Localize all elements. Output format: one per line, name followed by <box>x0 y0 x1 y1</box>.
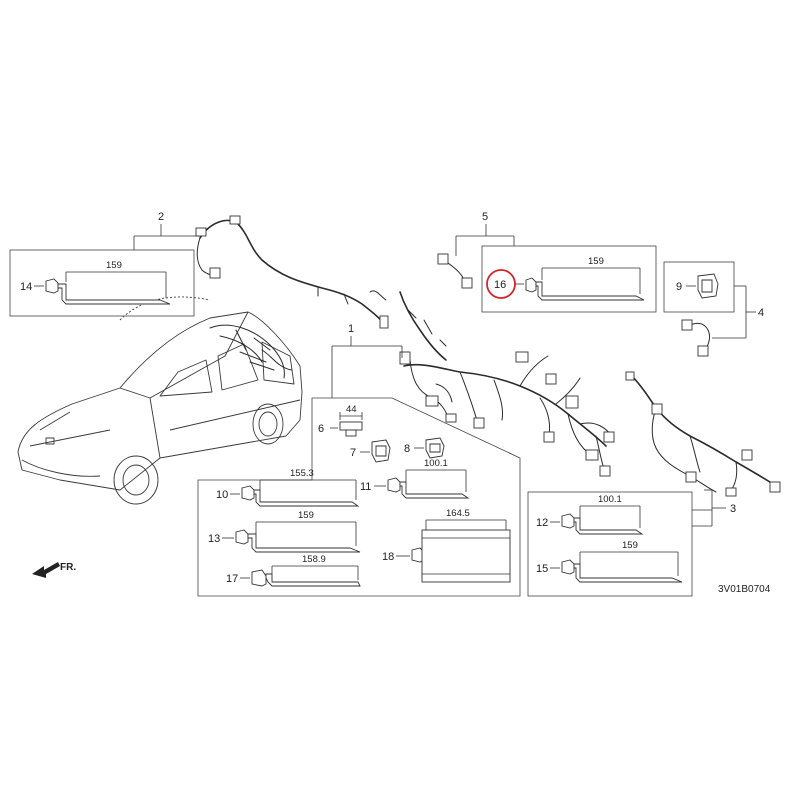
dimension-6: 44 <box>346 404 357 415</box>
front-label: FR. <box>60 562 76 573</box>
part-8-clip: 8 <box>404 437 445 459</box>
dimension-16: 159 <box>588 256 604 267</box>
dashboard-harness <box>399 291 615 477</box>
front-arrow-icon <box>32 562 60 578</box>
part-10-clip: 10 155.3 <box>216 468 360 507</box>
part-4-harness <box>681 319 711 357</box>
dimension-17: 158.9 <box>302 554 326 565</box>
part-14-clip: 14 159 <box>20 260 171 305</box>
part-5-harness <box>437 253 473 289</box>
part-17-clip: 17 158.9 <box>226 554 361 587</box>
dimension-11: 100.1 <box>424 458 448 469</box>
part-11-clip: 11 100.1 <box>360 458 470 499</box>
callout-group-5: 5 <box>455 211 657 313</box>
callout-13: 13 <box>208 533 220 545</box>
callout-1: 1 <box>348 323 354 335</box>
part-13-clip: 13 159 <box>208 510 361 553</box>
front-direction-indicator: FR. <box>32 562 76 578</box>
dimension-14: 159 <box>106 260 122 271</box>
dimension-15: 159 <box>622 540 638 551</box>
part-7-clip: 7 <box>350 439 391 463</box>
dimension-13: 159 <box>298 510 314 521</box>
roof-harness-on-vehicle <box>209 324 293 379</box>
floor-harness <box>625 371 781 497</box>
callout-17: 17 <box>226 573 238 585</box>
dimension-10: 155.3 <box>290 468 314 479</box>
callout-3: 3 <box>730 503 736 515</box>
part-9-clip: 9 <box>676 273 719 299</box>
part-6-bracket: 6 44 <box>318 404 363 437</box>
callout-11: 11 <box>360 481 371 493</box>
part-15-clip: 15 159 <box>536 540 683 583</box>
callout-8: 8 <box>404 443 410 455</box>
dimension-18: 164.5 <box>446 508 470 519</box>
callout-2: 2 <box>158 211 164 223</box>
roof-harness <box>195 215 389 329</box>
callout-6: 6 <box>318 423 324 435</box>
callout-10: 10 <box>216 489 228 501</box>
callout-12: 12 <box>536 517 548 529</box>
callout-5: 5 <box>482 211 488 223</box>
part-18-bracket: 18 164.5 <box>382 508 511 583</box>
part-12-clip: 12 100.1 <box>536 494 644 535</box>
callout-4: 4 <box>758 307 764 319</box>
callout-14: 14 <box>20 281 32 293</box>
part-16-clip: 16 159 <box>486 256 645 301</box>
callout-group-3: 3 <box>527 489 736 597</box>
callout-7: 7 <box>350 447 356 459</box>
callout-group-2: 2 <box>9 211 200 317</box>
callout-16[interactable]: 16 <box>494 279 506 291</box>
vehicle-outline <box>17 296 303 505</box>
diagram-code: 3V01B0704 <box>718 584 771 595</box>
callout-15: 15 <box>536 563 548 575</box>
callout-group-4: 4 <box>663 261 764 339</box>
dimension-12: 100.1 <box>598 494 622 505</box>
callout-18: 18 <box>382 551 394 563</box>
callout-9: 9 <box>676 281 682 293</box>
